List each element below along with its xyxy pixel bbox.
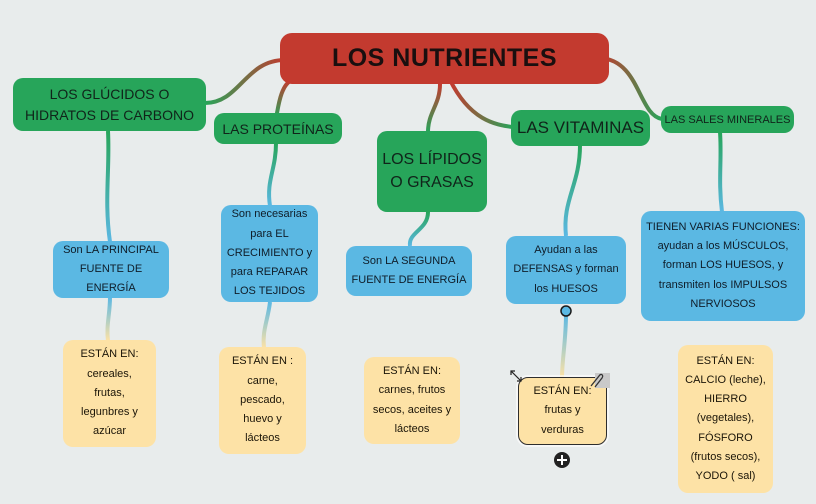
add-node-icon[interactable]: [552, 450, 572, 470]
where-proteinas[interactable]: ESTÁN EN : carne, pescado, huevo y lácte…: [219, 347, 306, 454]
connector-lipidos-detail: [407, 211, 430, 247]
detail-proteinas[interactable]: Son necesarias para EL CRECIMIENTO y par…: [221, 205, 318, 302]
connector-vitaminas-where: [560, 313, 568, 379]
connector-proteinas-detail: [267, 142, 278, 207]
connector-title-lipidos: [426, 83, 442, 133]
connector-title-vitaminas: [448, 79, 514, 129]
topic-vitaminas[interactable]: LAS VITAMINAS: [511, 110, 650, 146]
map-title[interactable]: LOS NUTRIENTES: [280, 33, 609, 84]
where-vitaminas[interactable]: ESTÁN EN: frutas y verduras: [518, 377, 607, 445]
connector-title-sales: [599, 56, 663, 121]
connection-handle-icon[interactable]: [559, 304, 573, 318]
connector-glucidos-where: [105, 296, 112, 342]
attach-icon[interactable]: [585, 370, 611, 392]
detail-glucidos[interactable]: Son LA PRINCIPAL FUENTE DE ENERGÍA: [53, 241, 169, 298]
connector-vitaminas-detail: [563, 144, 582, 237]
where-lipidos[interactable]: ESTÁN EN: carnes, frutos secos, aceites …: [364, 357, 460, 444]
where-glucidos[interactable]: ESTÁN EN: cereales, frutas, legunbres y …: [63, 340, 156, 447]
topic-lipidos[interactable]: LOS LÍPIDOS O GRASAS: [377, 131, 487, 212]
connector-title-glucidos: [204, 58, 286, 105]
detail-vitaminas[interactable]: Ayudan a las DEFENSAS y forman los HUESO…: [506, 236, 626, 304]
connector-glucidos-detail: [105, 130, 112, 243]
connector-sales-detail: [718, 131, 724, 213]
connector-proteinas-where: [261, 301, 272, 349]
where-sales[interactable]: ESTÁN EN: CALCIO (leche), HIERRO (vegeta…: [678, 345, 773, 493]
detail-lipidos[interactable]: Son LA SEGUNDA FUENTE DE ENERGÍA: [346, 246, 472, 296]
topic-glucidos[interactable]: LOS GLÚCIDOS O HIDRATOS DE CARBONO: [13, 78, 206, 131]
resize-icon[interactable]: [509, 369, 523, 383]
topic-sales[interactable]: LAS SALES MINERALES: [661, 106, 794, 133]
detail-sales[interactable]: TIENEN VARIAS FUNCIONES: ayudan a los MÚ…: [641, 211, 805, 321]
topic-proteinas[interactable]: LAS PROTEÍNAS: [214, 113, 342, 144]
